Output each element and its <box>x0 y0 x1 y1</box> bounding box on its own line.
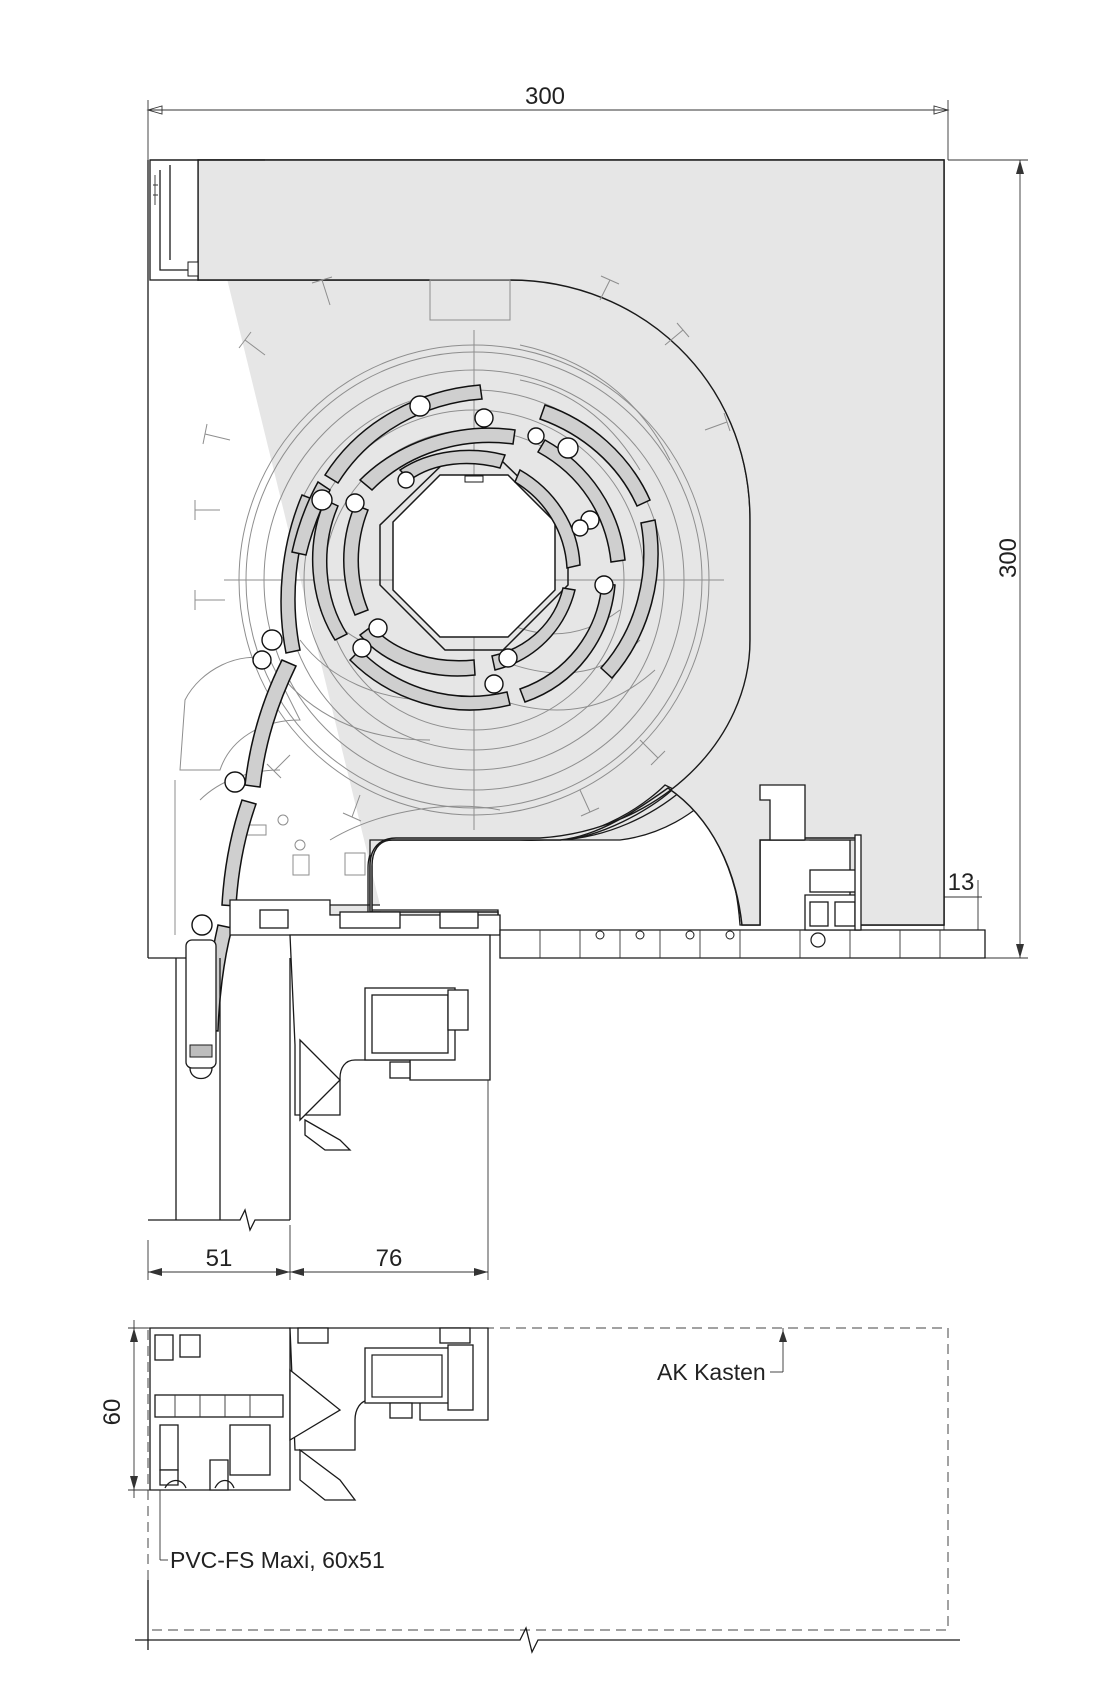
box-grey-area <box>197 159 945 926</box>
dim-guide-width-text: 51 <box>206 1245 233 1272</box>
end-cap-ghost <box>174 275 731 935</box>
dim-frame-depth-text: 76 <box>376 1245 403 1272</box>
lath-end-rail <box>148 939 291 1232</box>
dim-box-height-text: 300 <box>995 538 1022 578</box>
dim-offset-text: 13 <box>948 869 975 896</box>
dim-guide-height-text: 60 <box>99 1399 126 1426</box>
top-cover-profile <box>149 159 265 281</box>
label-box-type: AK Kasten <box>657 1359 766 1385</box>
winding-shaft <box>379 461 569 651</box>
rolled-shutter-slats <box>191 384 659 1032</box>
dimension-offset: 13 <box>943 869 982 935</box>
window-frame-upper <box>229 784 986 1151</box>
dim-box-width-text: 300 <box>525 83 565 110</box>
label-guide-rail: PVC-FS Maxi, 60x51 <box>170 1547 385 1573</box>
lower-guide-detail: 60 AK Kasten PVC-FS Maxi, 60 <box>99 1320 960 1654</box>
dimension-bottom: 51 76 <box>147 1080 489 1280</box>
dimension-box-height: 300 <box>948 159 1028 959</box>
dimension-box-width: 300 <box>146 83 950 160</box>
